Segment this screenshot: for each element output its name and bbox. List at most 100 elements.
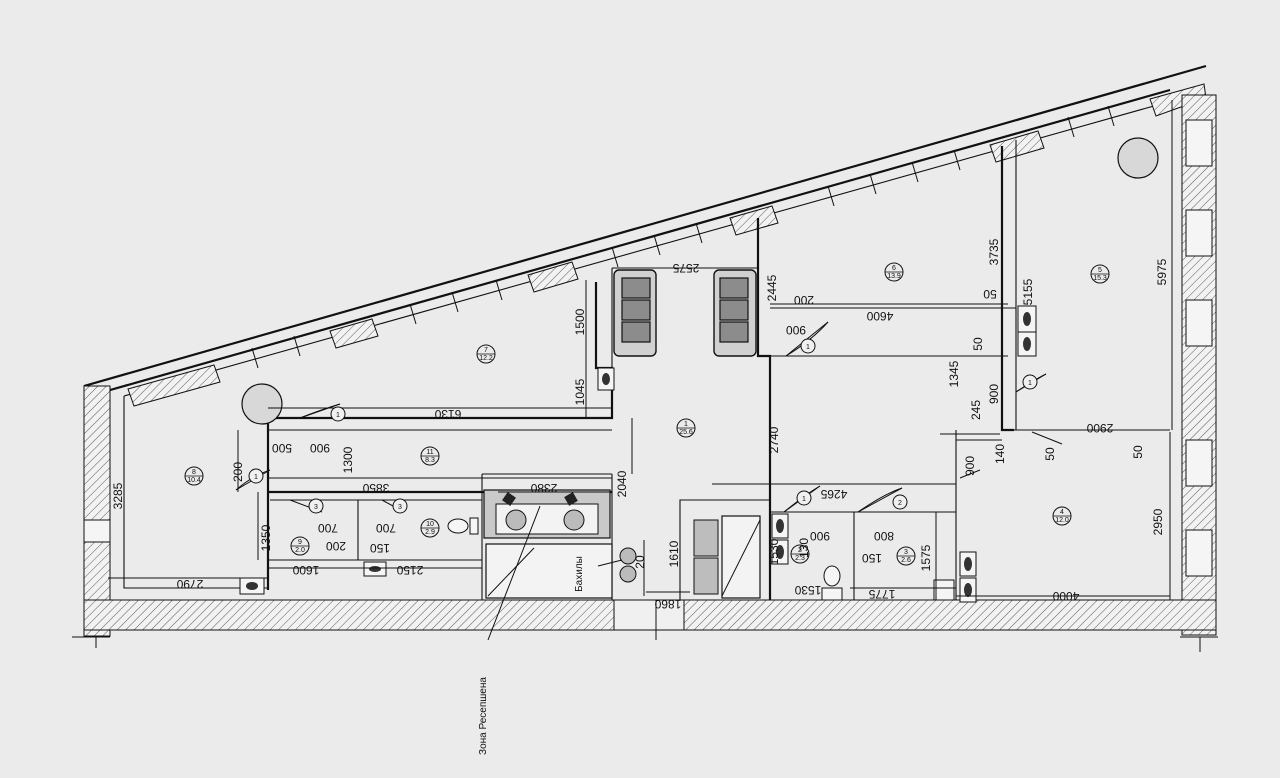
svg-text:1: 1	[336, 412, 340, 419]
dim-5155: 5155	[1021, 278, 1035, 305]
dim-1350: 1350	[259, 524, 273, 551]
dim-2950: 2950	[1151, 508, 1165, 535]
dim-2740: 2740	[767, 426, 781, 453]
dim-50-a: 50	[983, 287, 997, 301]
dim-50-b: 50	[971, 337, 985, 351]
dim-200: 200	[794, 293, 814, 307]
dim-6130: 6130	[434, 407, 461, 421]
svg-text:25.6: 25.6	[679, 429, 693, 436]
dim-1860: 1860	[654, 597, 681, 611]
room-tag-6: 6 13.9	[884, 262, 904, 282]
svg-text:8.3: 8.3	[425, 457, 435, 464]
dim-2150: 2150	[396, 563, 423, 577]
svg-text:13.9: 13.9	[887, 273, 901, 280]
svg-text:12.0: 12.0	[1055, 517, 1069, 524]
furniture	[239, 137, 1159, 603]
dim-1300: 1300	[341, 446, 355, 473]
door-tags: 1 1 1 1 1 2 3 3	[248, 338, 1038, 514]
svg-text:10.4: 10.4	[187, 477, 201, 484]
room-tag-4: 4 12.0	[1052, 506, 1072, 526]
svg-text:3: 3	[398, 504, 402, 511]
dim-200-c: 200	[326, 539, 346, 553]
dim-1500: 1500	[573, 308, 587, 335]
dim-1045: 1045	[573, 378, 587, 405]
dim-1575: 1575	[919, 544, 933, 571]
dim-3850: 3850	[362, 481, 389, 495]
room-tag-5: 5 15.3	[1090, 264, 1110, 284]
dim-1775: 1775	[868, 587, 895, 601]
door-tag: 3	[392, 498, 408, 514]
dim-900-b: 900	[987, 384, 1001, 404]
room-tags: 1 25.6 2 2.3 3 2.6 4 12.0 5 15.3	[184, 262, 1110, 566]
dim-900: 900	[786, 323, 806, 337]
door-tag: 2	[892, 494, 908, 510]
dim-1530-b: 1530	[794, 583, 821, 597]
lockers	[693, 515, 761, 599]
dim-2040: 2040	[615, 470, 629, 497]
svg-text:12.2: 12.2	[479, 355, 493, 362]
door-tag: 3	[308, 498, 324, 514]
dim-200-b: 200	[231, 462, 245, 482]
door-tag: 1	[796, 490, 812, 506]
dim-50-c: 50	[1043, 447, 1057, 461]
svg-text:8: 8	[192, 469, 196, 476]
svg-text:2.9: 2.9	[425, 529, 435, 536]
svg-text:9: 9	[298, 539, 302, 546]
dim-1600: 1600	[292, 563, 319, 577]
dim-2575: 2575	[672, 261, 699, 275]
sinks	[239, 305, 1037, 603]
dim-150: 150	[370, 541, 390, 555]
room-tag-9: 9 2.0	[290, 536, 310, 556]
svg-text:10: 10	[426, 521, 434, 528]
room-tag-2: 2 2.3	[790, 544, 810, 564]
room-tag-10: 10 2.9	[420, 518, 440, 538]
exterior-walls	[72, 64, 1218, 652]
svg-text:1: 1	[1028, 380, 1032, 387]
dim-1530-a: 1530	[767, 538, 781, 565]
dim-3285: 3285	[111, 482, 125, 509]
svg-text:3: 3	[314, 504, 318, 511]
dim-20: 20	[633, 555, 647, 569]
svg-text:1: 1	[806, 344, 810, 351]
svg-text:3: 3	[904, 549, 908, 556]
dimension-lines	[108, 100, 1173, 600]
svg-text:2.0: 2.0	[295, 547, 305, 554]
room-tag-7: 7 12.2	[476, 344, 496, 364]
svg-text:6: 6	[892, 265, 896, 272]
door-tag: 1	[248, 468, 264, 484]
dim-3735: 3735	[987, 238, 1001, 265]
svg-text:4: 4	[1060, 509, 1064, 516]
door-tag: 1	[800, 338, 816, 354]
room-tag-11: 11 8.3	[420, 446, 440, 466]
room-tag-3: 3 2.6	[896, 546, 916, 566]
svg-text:2.3: 2.3	[795, 555, 805, 562]
svg-text:5: 5	[1098, 267, 1102, 274]
reception-zone-label: Зона Ресепшена	[478, 677, 489, 755]
sofa-left	[613, 269, 657, 357]
dim-2380: 2380	[530, 481, 557, 495]
svg-text:2: 2	[798, 547, 802, 554]
svg-text:1: 1	[802, 496, 806, 503]
dim-2445: 2445	[765, 274, 779, 301]
dim-150-b: 150	[862, 551, 882, 565]
svg-text:11: 11	[426, 449, 433, 456]
dim-50-d: 50	[1131, 445, 1145, 459]
dim-245: 245	[969, 400, 983, 420]
dim-4600: 4600	[866, 309, 893, 323]
dim-2790: 2790	[176, 577, 203, 591]
dim-130: 130	[797, 538, 811, 558]
reception-desk	[483, 489, 637, 599]
dim-5975: 5975	[1155, 258, 1169, 285]
dim-140: 140	[993, 444, 1007, 464]
dim-900-c: 900	[963, 456, 977, 476]
door-tag: 1	[330, 406, 346, 422]
shoe-covers-label: Бахилы	[574, 556, 585, 592]
door-tag: 1	[1022, 374, 1038, 390]
dim-500: 500	[272, 441, 292, 455]
interior-walls	[123, 140, 1170, 600]
dim-900-d: 900	[310, 441, 330, 455]
dim-700-b: 700	[376, 521, 396, 535]
dim-900-e: 900	[810, 529, 830, 543]
room-tag-8: 8 10.4	[184, 466, 204, 486]
